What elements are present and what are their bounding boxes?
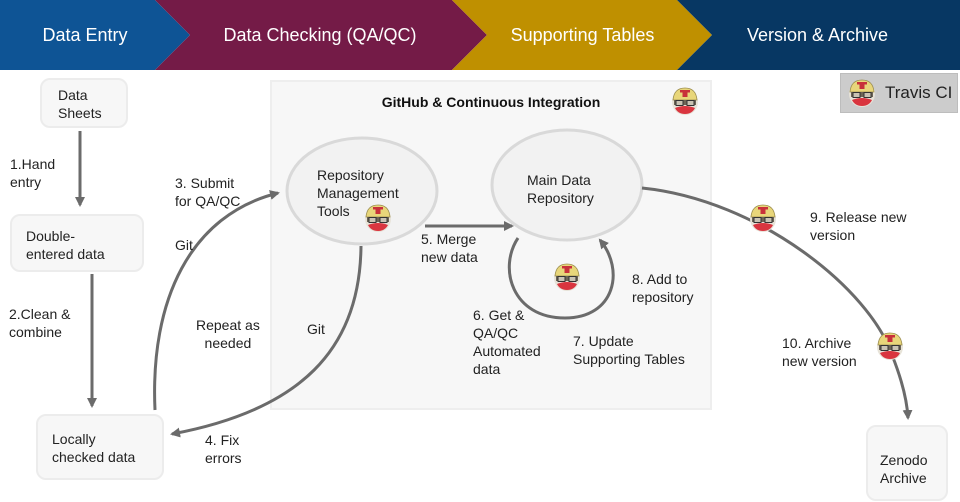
stage-label-data-entry: Data Entry <box>42 25 128 45</box>
label-get-qaqc-line2: QA/QC <box>473 325 519 341</box>
label-repeat-as-needed: Repeat as needed <box>196 316 260 352</box>
node-data-sheets: Data Sheets <box>40 78 128 128</box>
label-add-repo-line2: repository <box>632 289 694 305</box>
node-zenodo-archive: Zenodo Archive <box>866 425 948 501</box>
label-submit-line1: 3. Submit <box>175 175 235 191</box>
label-release: 9. Release new version <box>810 208 907 244</box>
label-submit-qaqc: 3. Submit for QA/QC <box>175 174 240 210</box>
travis-ci-mascot-icon <box>671 87 699 116</box>
label-release-line1: 9. Release new <box>810 209 907 225</box>
edge-qaqc-loop <box>507 237 615 320</box>
node-double-entered-data: Double- entered data <box>10 214 144 272</box>
edge-release <box>641 186 894 356</box>
label-repeat-line2: needed <box>204 335 252 351</box>
node-main-repo-ellipse <box>490 128 644 242</box>
edge-archive <box>890 354 913 420</box>
label-merge: 5. Merge new data <box>421 230 478 266</box>
github-ci-panel: GitHub & Continuous Integration <box>270 80 712 410</box>
label-git-fix: Git <box>307 321 325 337</box>
stage-label-version-archive: Version & Archive <box>746 25 889 45</box>
node-main-repo-line2: Repository <box>527 190 594 206</box>
label-get-qaqc: 6. Get & QA/QC Automated data <box>473 306 541 378</box>
label-repeat-line1: Repeat as <box>196 317 260 333</box>
label-hand-entry-line1: 1.Hand <box>10 156 56 172</box>
label-fix-errors: 4. Fix errors <box>205 431 242 467</box>
label-archive-line1: 10. Archive <box>782 335 852 351</box>
label-clean-combine: 2.Clean & combine <box>9 305 70 341</box>
node-main-repo-line1: Main Data <box>527 172 591 188</box>
node-locally-checked-line1: Locally <box>52 431 96 447</box>
stage-chevron-data-checking <box>155 0 487 70</box>
label-hand-entry: 1.Hand entry <box>10 155 55 191</box>
label-add-repo-line1: 8. Add to <box>632 271 688 287</box>
label-update-tables: 7. Update Supporting Tables <box>573 332 685 368</box>
node-data-sheets-line2: Sheets <box>58 105 102 121</box>
label-clean-combine-line1: 2.Clean & <box>9 306 71 322</box>
edge-submit-qaqc <box>153 190 280 411</box>
travis-ci-legend: Travis CI <box>840 73 958 113</box>
github-ci-panel-title: GitHub & Continuous Integration <box>381 94 601 110</box>
stage-chevron-supporting-tables <box>452 0 712 70</box>
node-double-entered-line2: entered data <box>26 246 105 262</box>
node-data-sheets-line1: Data <box>58 87 88 103</box>
label-merge-line1: 5. Merge <box>421 231 477 247</box>
label-release-line2: version <box>810 227 856 243</box>
label-fix-errors-line2: errors <box>205 450 242 466</box>
label-hand-entry-line2: entry <box>10 174 42 190</box>
label-fix-errors-line1: 4. Fix <box>205 432 240 448</box>
node-repo-tools-ellipse <box>285 136 439 246</box>
edge-fix-errors <box>170 245 363 438</box>
label-get-qaqc-line4: data <box>473 361 501 377</box>
label-get-qaqc-line3: Automated <box>473 343 541 359</box>
label-merge-line2: new data <box>421 249 478 265</box>
travis-ci-mascot-icon <box>749 204 777 233</box>
node-locally-checked-line2: checked data <box>52 449 136 465</box>
node-zenodo-line2: Archive <box>880 470 927 486</box>
label-update-tables-line2: Supporting Tables <box>573 351 685 367</box>
node-locally-checked-data: Locally checked data <box>36 414 164 480</box>
stage-label-supporting-tables: Supporting Tables <box>510 25 655 45</box>
label-archive: 10. Archive new version <box>782 334 857 370</box>
travis-ci-mascot-icon <box>876 332 904 361</box>
process-stages-header: Data Entry Data Checking (QA/QC) Support… <box>0 0 960 70</box>
stage-label-data-checking: Data Checking (QA/QC) <box>223 25 417 45</box>
label-submit-line2: for QA/QC <box>175 193 241 209</box>
node-repo-tools-line2: Management <box>317 185 399 201</box>
stage-chevron-version-archive <box>677 0 960 70</box>
label-git-submit: Git <box>175 237 193 253</box>
node-double-entered-line1: Double- <box>26 228 76 244</box>
node-main-repo-label: Main Data Repository <box>527 171 594 207</box>
travis-ci-mascot-icon <box>553 263 581 292</box>
stage-chevrons <box>0 0 960 70</box>
stage-chevron-data-entry <box>0 0 190 70</box>
label-update-tables-line1: 7. Update <box>573 333 634 349</box>
node-repo-tools-label: Repository Management Tools <box>317 166 399 220</box>
label-add-repository: 8. Add to repository <box>632 270 693 306</box>
label-get-qaqc-line1: 6. Get & <box>473 307 525 323</box>
node-repo-tools-line1: Repository <box>317 167 384 183</box>
label-archive-line2: new version <box>782 353 857 369</box>
node-zenodo-line1: Zenodo <box>880 452 928 468</box>
node-repo-tools-line3: Tools <box>317 203 350 219</box>
label-clean-combine-line2: combine <box>9 324 62 340</box>
travis-ci-legend-label: Travis CI <box>885 83 953 102</box>
